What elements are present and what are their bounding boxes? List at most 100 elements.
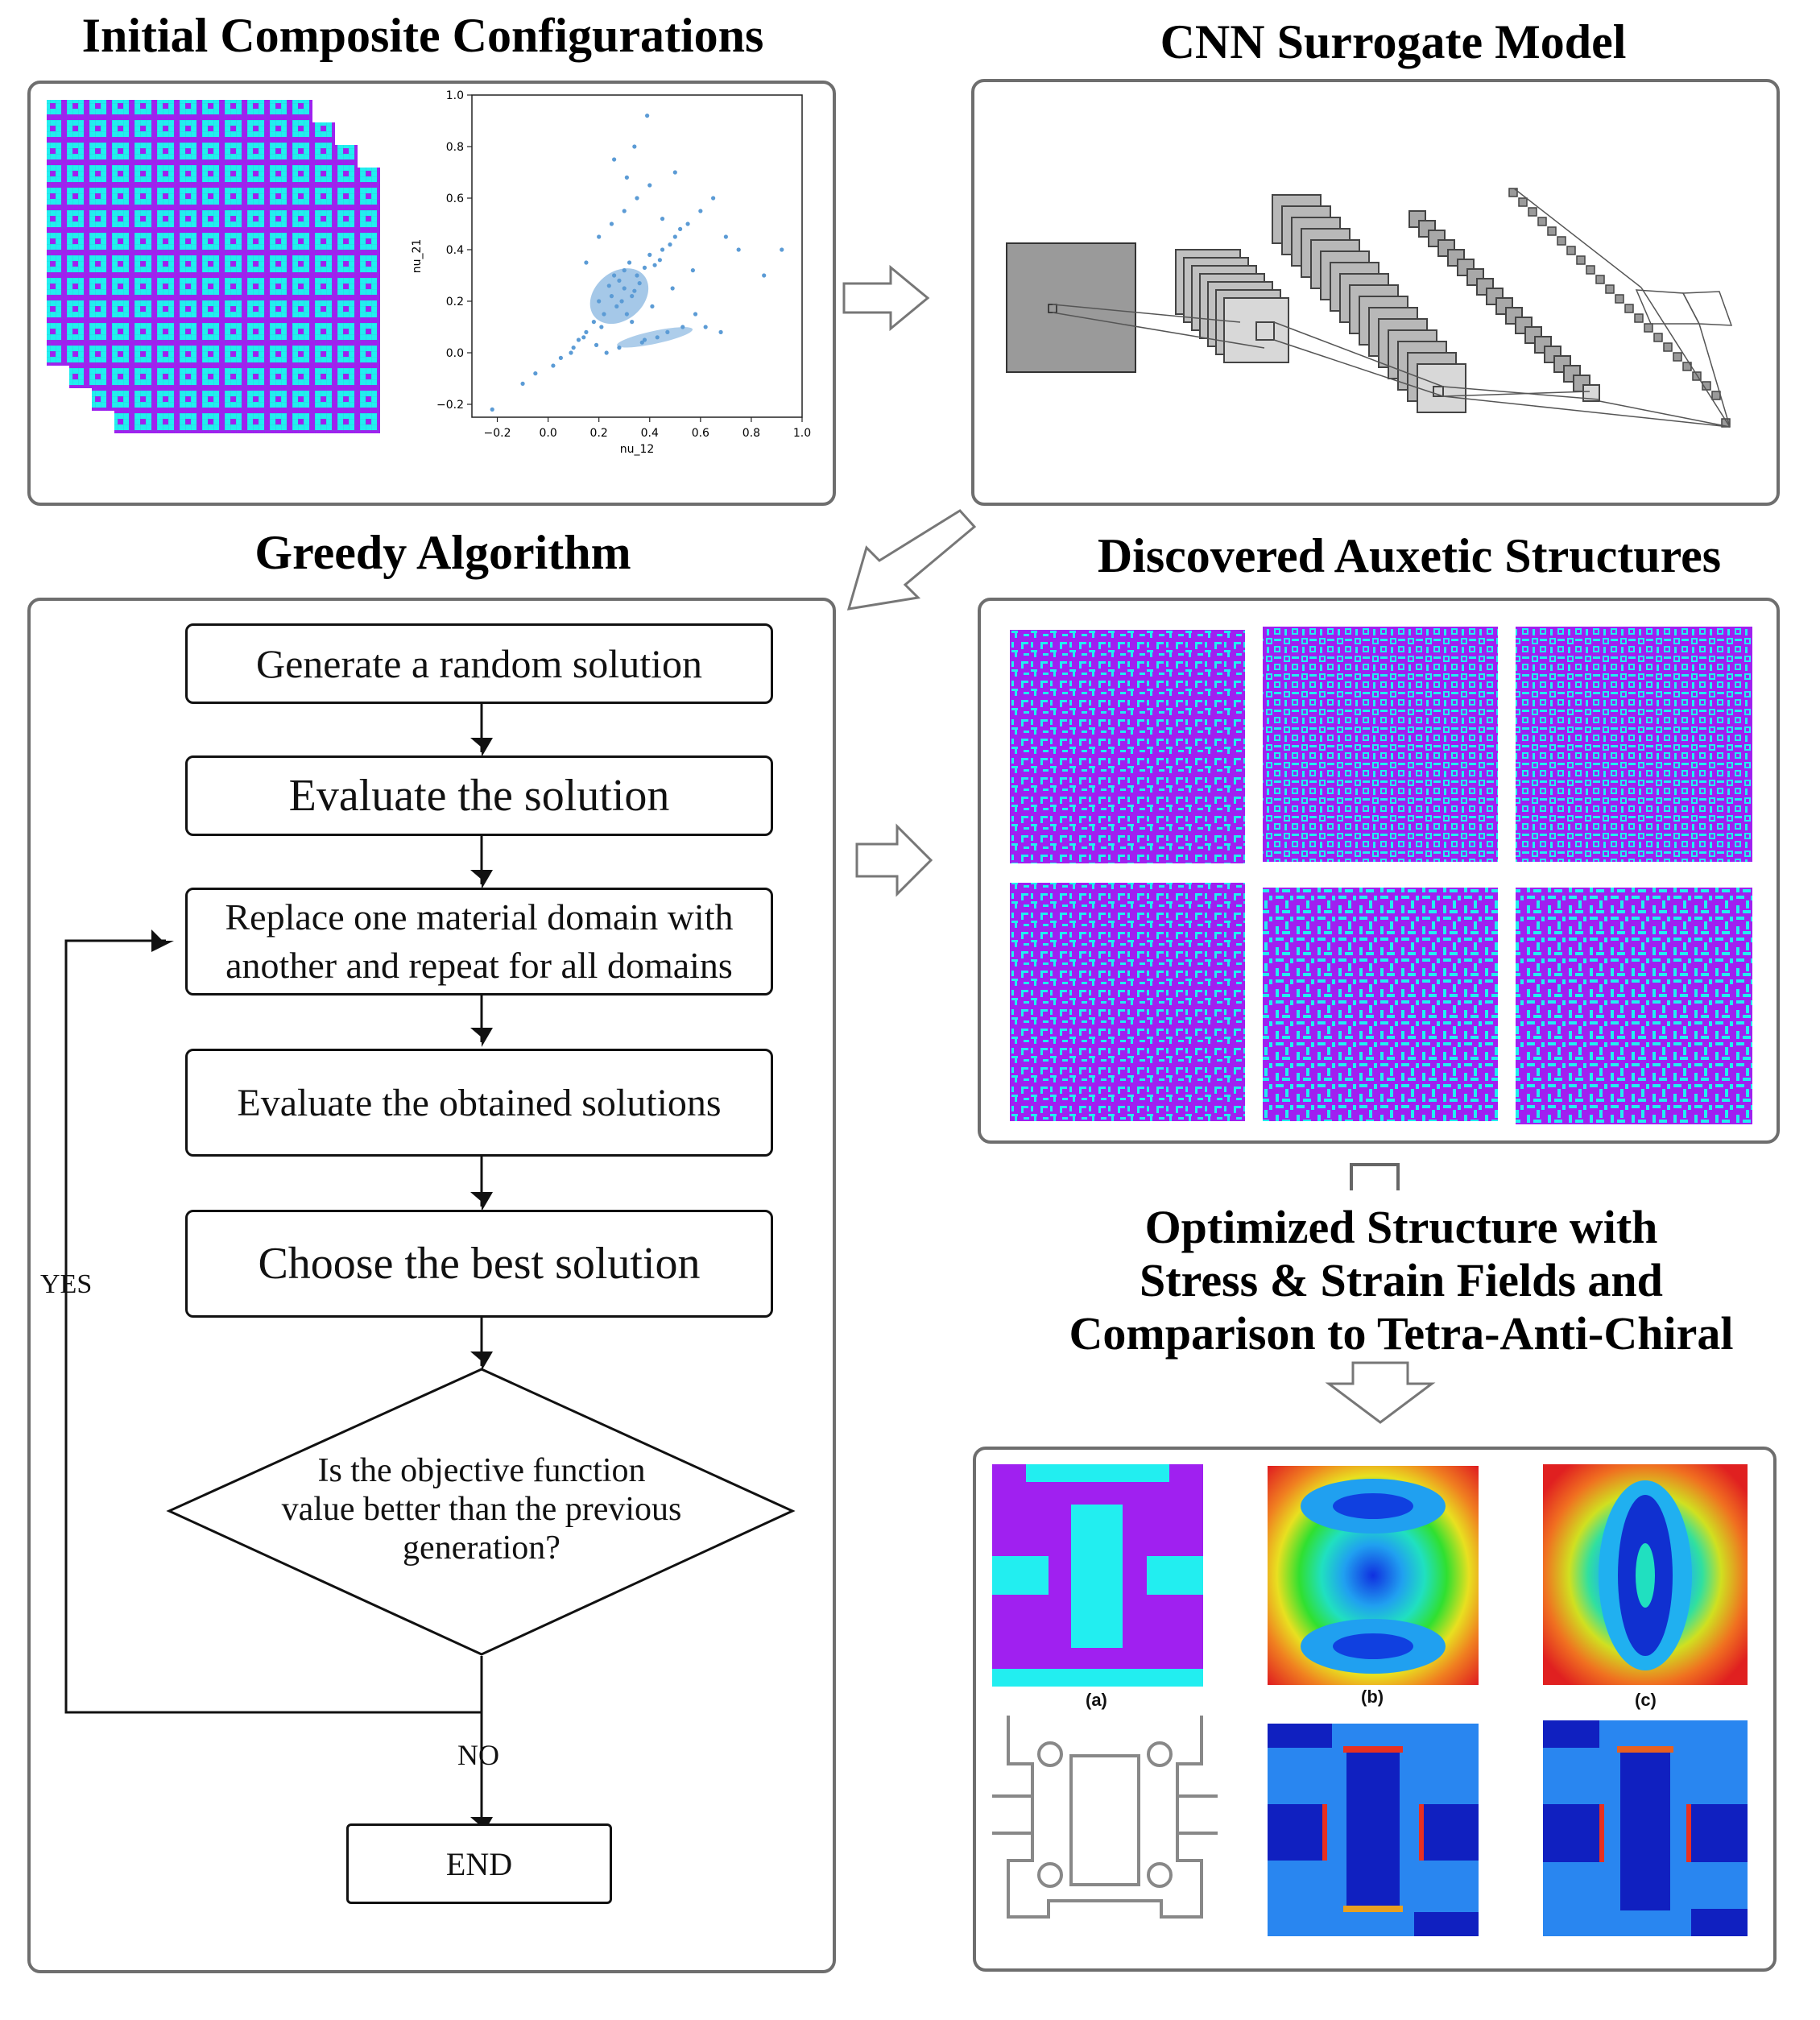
scatter-point — [571, 346, 576, 350]
scatter-point — [622, 209, 627, 213]
y-tick-label: 0.6 — [446, 192, 464, 205]
flow-step-replace-domain-line1: Replace one material domain with — [225, 896, 734, 938]
scatter-point — [520, 381, 525, 386]
scatter-point — [624, 175, 629, 180]
y-tick-label: −0.2 — [436, 399, 464, 412]
arrow-down-to-optimized — [1325, 1361, 1436, 1424]
cnn-input-layer — [1006, 242, 1136, 373]
no-label: NO — [457, 1739, 499, 1771]
flow-step-generate-random: Generate a random solution — [185, 623, 773, 704]
optimized-structure-title-line2: Stress & Strain Fields and — [1140, 1254, 1663, 1306]
scatter-point — [650, 304, 655, 308]
y-tick-label: 0.4 — [446, 244, 464, 257]
figure-label-c: (c) — [1635, 1690, 1657, 1710]
config-layer-4 — [114, 168, 380, 433]
flow-end: END — [346, 1823, 612, 1904]
poisson-ratio-scatter-plot: −0.2−0.20.00.00.20.20.40.40.60.60.80.81.… — [411, 89, 811, 456]
scatter-point — [632, 144, 637, 149]
x-axis-label: nu_12 — [620, 443, 655, 456]
scatter-point — [642, 265, 647, 270]
auxetic-structure-3 — [1516, 627, 1752, 862]
flow-step-choose-best: Choose the best solution — [185, 1210, 773, 1318]
scatter-point — [670, 286, 675, 291]
tetra-strain-field — [1543, 1720, 1748, 1936]
flow-end-text: END — [445, 1845, 513, 1882]
scatter-point — [693, 312, 698, 317]
scatter-density-lower — [617, 327, 693, 348]
scatter-point — [627, 260, 632, 265]
scatter-point — [576, 337, 581, 342]
scatter-point — [647, 252, 652, 257]
figure-label-a: (a) — [1086, 1690, 1107, 1710]
x-tick-label: 0.4 — [641, 427, 659, 440]
yes-label: YES — [40, 1269, 93, 1299]
flow-step-evaluate-obtained-text: Evaluate the obtained solutions — [237, 1081, 722, 1124]
greedy-algorithm-panel: Generate a random solution Evaluate the … — [27, 598, 836, 1973]
x-tick-label: −0.2 — [484, 427, 511, 440]
scatter-point — [635, 196, 639, 201]
flow-step-replace-domain: Replace one material domain with another… — [185, 888, 773, 996]
cnn-connection-lines — [1052, 188, 1733, 428]
cnn-conv-block-2 — [1272, 194, 1466, 413]
figure-label-b: (b) — [1361, 1687, 1384, 1707]
scatter-density-core — [589, 268, 649, 325]
scatter-point — [736, 247, 741, 252]
scatter-point — [645, 114, 650, 118]
scatter-point — [609, 221, 614, 226]
scatter-point — [558, 355, 563, 360]
discovered-structures-panel — [978, 598, 1780, 1144]
flow-step-generate-random-text: Generate a random solution — [256, 641, 702, 686]
scatter-point — [551, 363, 556, 368]
composite-configuration-stack — [47, 100, 380, 433]
scatter-point — [711, 196, 716, 201]
scatter-point — [698, 209, 703, 213]
strain-field-c — [1543, 1464, 1748, 1685]
x-tick-label: 0.2 — [590, 427, 608, 440]
scatter-point — [723, 234, 728, 239]
scatter-point — [591, 320, 596, 325]
scatter-point — [569, 350, 573, 355]
scatter-point — [672, 170, 677, 175]
optimized-structure-title-line3: Comparison to Tetra-Anti-Chiral — [1069, 1307, 1734, 1360]
cnn-dense-layer — [1508, 188, 1731, 428]
optimized-structure-title-line1: Optimized Structure with — [1144, 1201, 1658, 1253]
scatter-point — [652, 263, 657, 267]
scatter-point — [718, 329, 723, 334]
scatter-point — [678, 226, 683, 231]
scatter-point — [690, 268, 695, 273]
greedy-algorithm-title: Greedy Algorithm — [254, 526, 631, 579]
scatter-point — [584, 329, 589, 334]
scatter-point — [594, 342, 599, 347]
flow-step-evaluate-solution-text: Evaluate the solution — [288, 771, 670, 821]
scatter-point — [762, 273, 767, 278]
cnn-conv-block-3 — [1408, 210, 1600, 402]
auxetic-structure-2 — [1263, 627, 1498, 862]
scatter-point — [703, 325, 708, 329]
cnn-conv-block-1 — [1175, 249, 1289, 363]
y-tick-label: 1.0 — [446, 89, 464, 102]
scatter-point — [660, 217, 665, 221]
flow-step-evaluate-solution: Evaluate the solution — [185, 755, 773, 836]
flow-step-evaluate-obtained: Evaluate the obtained solutions — [185, 1049, 773, 1157]
y-tick-label: 0.8 — [446, 141, 464, 154]
x-tick-label: 0.0 — [539, 427, 556, 440]
scatter-point — [685, 221, 690, 226]
discovered-structures-title: Discovered Auxetic Structures — [1097, 529, 1722, 582]
cnn-surrogate-title: CNN Surrogate Model — [1160, 15, 1627, 68]
x-tick-label: 0.8 — [742, 427, 760, 440]
scatter-point — [581, 335, 586, 340]
scatter-point — [668, 242, 672, 247]
scatter-point — [660, 247, 665, 252]
x-tick-label: 0.6 — [692, 427, 709, 440]
decision-question-line1: Is the objective function — [317, 1452, 646, 1489]
cnn-architecture-diagram — [1006, 188, 1733, 428]
decision-question-line2: value better than the previous — [281, 1491, 682, 1528]
cnn-surrogate-panel — [971, 79, 1780, 506]
bracket-connector — [1350, 1163, 1400, 1190]
scatter-point — [490, 407, 494, 412]
flow-step-choose-best-text: Choose the best solution — [258, 1239, 701, 1289]
arrow-right-to-cnn — [842, 264, 930, 332]
optimized-structure-panel: (a) (b) (c) — [973, 1447, 1777, 1972]
flow-step-replace-domain-line2: another and repeat for all domains — [225, 945, 733, 986]
decision-diamond — [166, 1368, 796, 1656]
